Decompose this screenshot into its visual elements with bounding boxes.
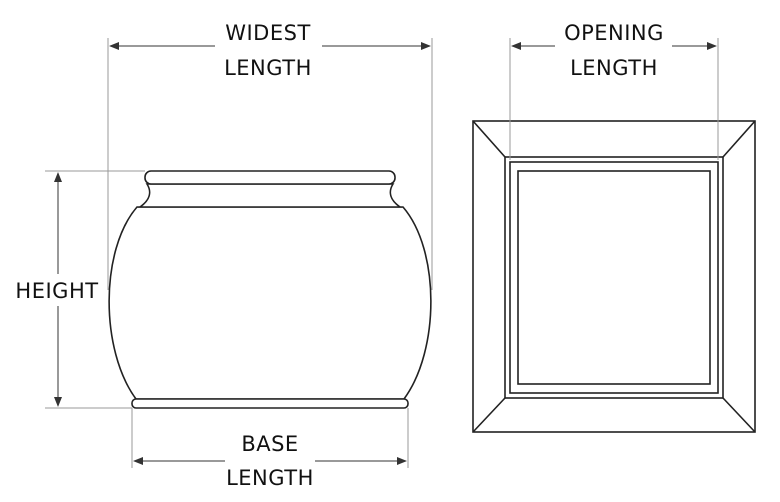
height-label: HEIGHT [15,279,98,303]
widest-label-line1: WIDEST [225,21,311,45]
base-label-line2: LENGTH [226,466,314,490]
square-planter-top-view [472,120,756,433]
base-length-dimension: BASE LENGTH [131,408,409,490]
height-dimension: HEIGHT [15,170,145,409]
opening-label-line1: OPENING [564,21,664,45]
opening-label-line2: LENGTH [570,56,658,80]
round-planter-side-view [108,170,432,409]
widest-label-line2: LENGTH [224,56,312,80]
base-label-line1: BASE [241,432,298,456]
opening-length-dimension: OPENING LENGTH [509,21,719,160]
widest-length-dimension: WIDEST LENGTH [107,21,433,290]
